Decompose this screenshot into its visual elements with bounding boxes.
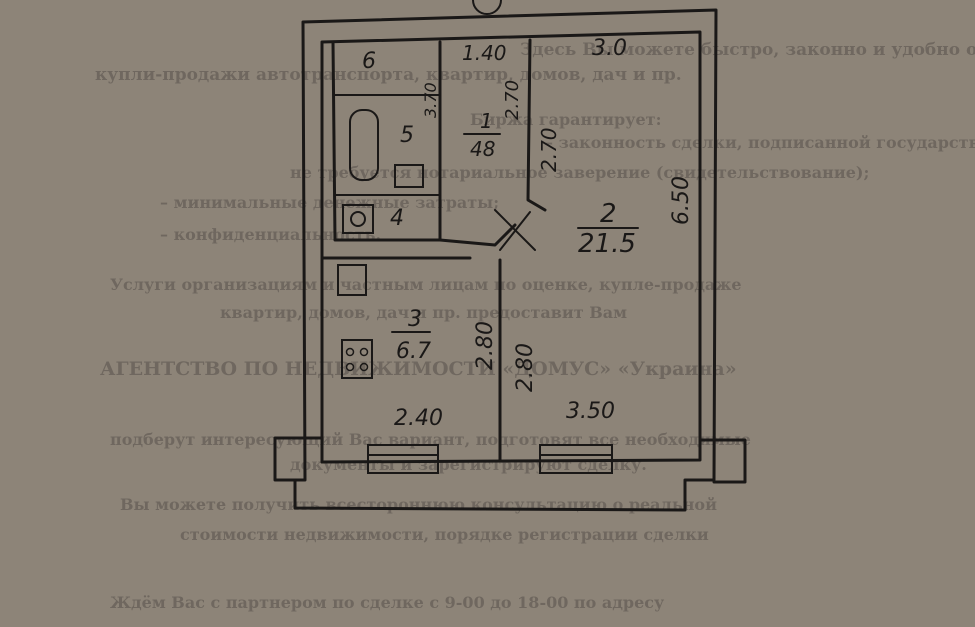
bg-line-4: – законность сделки, подписанной государ… [545,133,975,152]
left-bay [273,436,324,482]
toilet-bowl [350,211,366,227]
room-6-number: 6 [362,49,376,74]
bg-line-3: Биржа гарантирует: [470,110,661,129]
dim-corridor-b: 2.70 [502,80,523,120]
kitchen-sink [337,264,367,296]
bg-line-14: стоимости недвижимости, порядке регистра… [180,525,709,544]
dim-bottom-right: 3.50 [566,399,615,424]
toilet [342,204,374,234]
room-2-area: 21.5 [578,229,636,259]
bath-block-wall [331,40,442,242]
room-3-area: 6.7 [396,339,431,364]
window-room2 [539,444,613,474]
bg-line-6: – минимальные денежные затраты; [160,193,499,212]
windows [367,0,613,474]
bg-line-1: Здесь Вы можете быстро, законно и удобно… [520,40,975,60]
plan-walls [273,8,747,512]
dim-top-left: 1.40 [462,41,507,65]
stove [341,339,373,379]
bg-line-15: Ждём Вас с партнером по сделке с 9-00 до… [110,593,665,612]
room-5-number: 5 [400,123,414,148]
dim-top-right: 3.0 [592,36,627,61]
room-labels: 6 5 4 1 48 2 21.5 3 6.7 [362,49,639,364]
dim-room2-lower: 2.80 [513,343,538,392]
room-4-number: 4 [390,206,404,231]
window-kitchen [367,444,439,474]
room2-upper-partition [526,38,547,212]
dimension-labels: 1.40 3.0 6.50 3.70 2.70 2.70 2.80 2.80 2… [394,36,694,431]
dim-corridor-a: 3.70 [421,82,440,118]
room-2-number: 2 [600,199,617,229]
bg-line-10: АГЕНТСТВО ПО НЕДВИЖИМОСТИ «ДОМУС» «Украи… [100,358,737,380]
sink [394,164,424,188]
burner-2 [359,347,369,357]
bg-line-5: не требуется нотариальное заверение (сви… [290,163,869,182]
outer-wall [293,8,718,512]
room-3-number: 3 [408,307,422,332]
dim-right-side: 6.50 [669,176,694,225]
fixtures [337,109,536,379]
burner-4 [359,362,369,372]
background-form-text: Здесь Вы можете быстро, законно и удобно… [95,40,975,612]
bg-line-12: документы и зарегистрируют сделку. [290,455,647,474]
door-swing-b [499,211,531,251]
bg-line-11: подберут интересующий Вас вариант, подго… [110,430,751,449]
entrance-mark [472,0,502,15]
bg-line-8: Услуги организациям и частным лицам по о… [110,275,742,294]
room-1-number: 1 [480,109,493,133]
right-bay [698,438,747,484]
inner-wall-line [320,30,702,464]
dim-kitchen-side: 2.80 [473,321,498,370]
dim-room2-left: 2.70 [537,127,561,172]
burner-3 [345,362,355,372]
bg-line-9: квартир, домов, дач и пр. предоставит Ва… [220,303,627,322]
bg-line-7: – конфиденциальность. [160,225,381,244]
bg-line-2: купли-продажи автотранспорта, квартир, д… [95,65,682,85]
corridor-door-wall [438,223,517,247]
room-1-area: 48 [470,137,495,161]
bathtub [349,109,379,181]
burner-1 [345,347,355,357]
dim-bottom-left: 2.40 [394,406,443,431]
